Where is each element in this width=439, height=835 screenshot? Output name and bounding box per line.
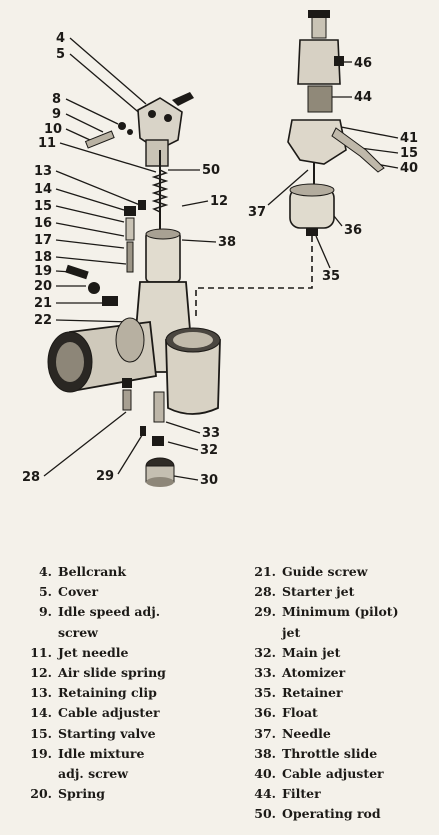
leader-28 bbox=[43, 411, 127, 477]
callout-41: 41 bbox=[400, 131, 418, 146]
leader-38 bbox=[181, 239, 217, 243]
bellcrank-cover bbox=[137, 92, 194, 167]
needle-spring-rod bbox=[138, 150, 169, 232]
callout-46: 46 bbox=[354, 56, 372, 71]
callout-4: 4 bbox=[56, 31, 65, 46]
callout-14: 14 bbox=[34, 182, 52, 197]
callout-33: 33 bbox=[202, 426, 220, 441]
callout-10: 10 bbox=[44, 122, 62, 137]
fuel-line-dashed bbox=[195, 236, 313, 320]
legend-entry: 29.Minimum (pilot) jet bbox=[254, 604, 399, 640]
legend-entry: 50.Operating rod bbox=[254, 806, 381, 822]
callout-17: 17 bbox=[34, 233, 52, 248]
legend-entry: 32.Main jet bbox=[254, 644, 341, 660]
callout-50: 50 bbox=[202, 163, 220, 178]
right-float-chamber bbox=[287, 10, 385, 236]
callout-44: 44 bbox=[354, 90, 372, 105]
callout-37: 37 bbox=[248, 205, 266, 220]
leader-13 bbox=[55, 170, 141, 206]
legend-entry: 14.Cable adjuster bbox=[30, 705, 160, 721]
legend-entry: 5.Cover bbox=[38, 584, 99, 600]
callout-29: 29 bbox=[96, 469, 114, 484]
legend-entry: 13.Retaining clip bbox=[30, 685, 157, 701]
leader-11 bbox=[59, 142, 157, 173]
callout-19: 19 bbox=[34, 264, 52, 279]
leader-4 bbox=[69, 37, 147, 105]
leader-5 bbox=[69, 53, 144, 117]
callout-15: 15 bbox=[34, 199, 52, 214]
legend-entry: 15.Starting valve bbox=[30, 725, 156, 741]
legend-entry: 19.Idle mixture adj. screw bbox=[30, 745, 145, 782]
leader-9 bbox=[65, 113, 104, 133]
legend-entry: 38.Throttle slide bbox=[254, 745, 378, 761]
legend-entry: 28.Starter jet bbox=[254, 584, 355, 600]
legend-entry: 12.Air slide spring bbox=[30, 665, 166, 681]
callout-18: 18 bbox=[34, 250, 52, 265]
leader-15 bbox=[55, 205, 125, 223]
legend-entry: 36.Float bbox=[254, 705, 318, 721]
leader-14 bbox=[55, 188, 125, 211]
leader-12 bbox=[181, 200, 209, 207]
callout-28: 28 bbox=[22, 470, 40, 485]
parts-legend-left: 4.Bellcrank 5.Cover 9.Idle speed adj. sc… bbox=[24, 562, 224, 804]
leader-15b bbox=[359, 147, 399, 154]
jets-below bbox=[122, 378, 175, 487]
legend-entry: 21.Guide screw bbox=[254, 564, 368, 579]
callout-8: 8 bbox=[52, 92, 61, 107]
callout-11: 11 bbox=[38, 136, 56, 151]
legend-entry: 9.Idle speed adj. screw bbox=[38, 604, 161, 640]
callout-5: 5 bbox=[56, 47, 65, 62]
callout-16: 16 bbox=[34, 216, 52, 231]
idle-screw-parts bbox=[84, 122, 133, 149]
callout-9: 9 bbox=[52, 107, 61, 122]
leader-33 bbox=[165, 421, 201, 434]
throttle-slide bbox=[145, 228, 181, 283]
callout-38: 38 bbox=[218, 235, 236, 250]
leader-35 bbox=[315, 235, 331, 269]
callout-21: 21 bbox=[34, 296, 52, 311]
callout-36: 36 bbox=[344, 223, 362, 238]
legend-entry: 33.Atomizer bbox=[254, 665, 346, 681]
callout-22: 22 bbox=[34, 313, 52, 328]
callout-12: 12 bbox=[210, 194, 228, 209]
leader-16 bbox=[55, 222, 125, 237]
legend-entry: 11.Jet needle bbox=[30, 644, 129, 660]
callout-32: 32 bbox=[200, 443, 218, 458]
legend-entry: 44.Filter bbox=[254, 786, 321, 802]
leader-37 bbox=[267, 169, 309, 206]
legend-entry: 20.Spring bbox=[30, 786, 105, 802]
leader-29 bbox=[117, 431, 145, 475]
legend-entry: 40.Cable adjuster bbox=[254, 766, 384, 782]
callout-35: 35 bbox=[322, 269, 340, 284]
legend-entry: 4.Bellcrank bbox=[38, 564, 127, 579]
leader-41 bbox=[335, 125, 399, 139]
leader-22 bbox=[55, 319, 133, 323]
float-bowl bbox=[165, 327, 221, 415]
leader-8 bbox=[65, 98, 119, 125]
callout-40: 40 bbox=[400, 161, 418, 176]
callout-numbers: 4 5 8 9 10 11 13 14 15 16 17 18 19 20 21… bbox=[22, 31, 418, 488]
callout-20: 20 bbox=[34, 279, 52, 294]
carburetor-body bbox=[47, 281, 191, 393]
leader-10 bbox=[65, 128, 91, 141]
adjuster-stack bbox=[65, 206, 136, 306]
leader-17 bbox=[55, 239, 125, 249]
callout-13: 13 bbox=[34, 164, 52, 179]
legend-entry: 35.Retainer bbox=[254, 685, 343, 701]
legend-entry: 37.Needle bbox=[254, 725, 331, 741]
exploded-carburetor-diagram: 4 5 8 9 10 11 13 14 15 16 17 18 19 20 21… bbox=[22, 10, 418, 488]
callout-30: 30 bbox=[200, 473, 218, 488]
leader-32 bbox=[167, 441, 199, 451]
callout-15-right: 15 bbox=[400, 146, 418, 161]
leader-30 bbox=[173, 475, 199, 481]
leader-18 bbox=[55, 256, 127, 265]
parts-legend-right: 21.Guide screw 28.Starter jet 29.Minimum… bbox=[248, 562, 428, 825]
